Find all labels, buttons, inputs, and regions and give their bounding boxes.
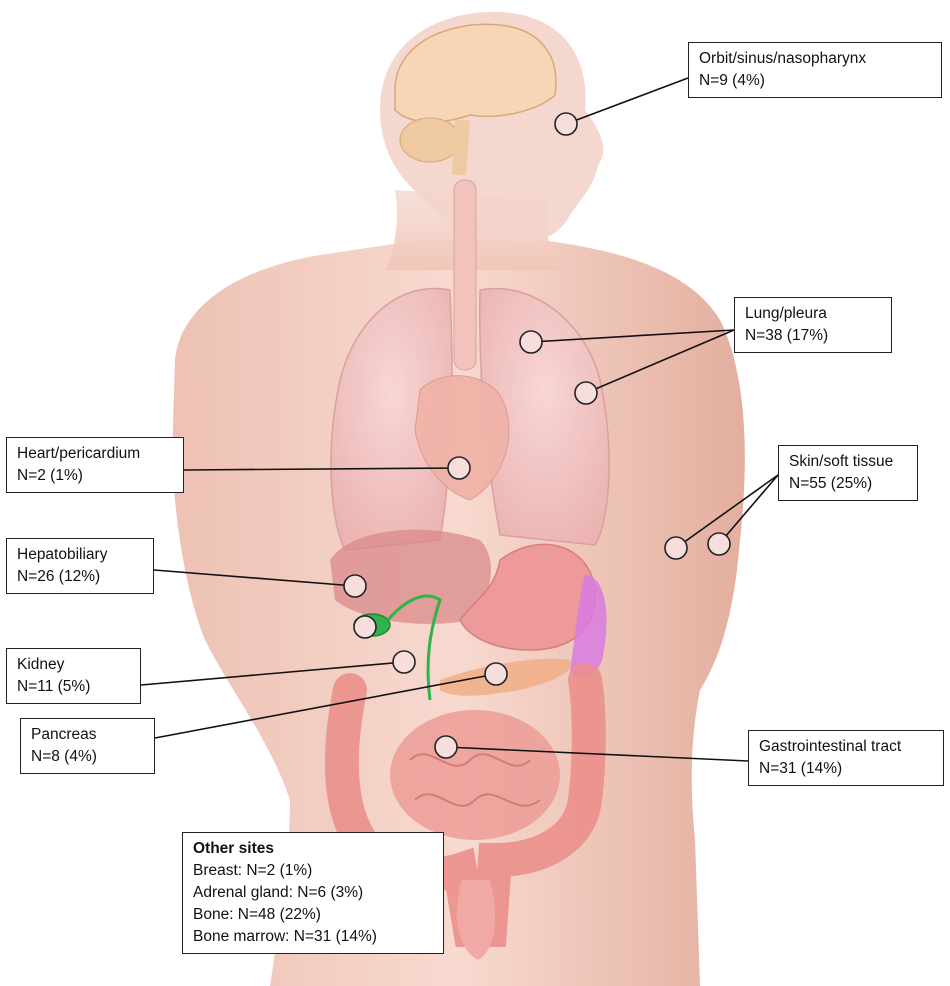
marker-pancreas (484, 662, 508, 686)
label-lung-name: Lung/pleura (745, 305, 827, 322)
label-lung: Lung/pleura N=38 (17%) (734, 297, 892, 353)
label-other-sites: Other sites Breast: N=2 (1%) Adrenal gla… (182, 832, 444, 954)
connector-lines (140, 77, 779, 762)
marker-orbit (554, 112, 578, 136)
label-orbit-count: N=9 (4%) (699, 72, 765, 89)
label-heart-count: N=2 (1%) (17, 467, 83, 484)
label-pancreas: Pancreas N=8 (4%) (20, 718, 155, 774)
marker-gi (434, 735, 458, 759)
marker-skin-2 (707, 532, 731, 556)
label-gi: Gastrointestinal tract N=31 (14%) (748, 730, 944, 786)
brain-stem (452, 120, 470, 175)
label-skin-name: Skin/soft tissue (789, 453, 894, 470)
marker-kidney (392, 650, 416, 674)
other-sites-item: Adrenal gland: N=6 (3%) (193, 884, 364, 901)
other-sites-title: Other sites (193, 840, 274, 857)
cerebellum (399, 117, 461, 163)
spleen (570, 575, 607, 679)
marker-hepatobiliary-2 (353, 615, 377, 639)
label-orbit-name: Orbit/sinus/nasopharynx (699, 50, 867, 67)
marker-skin-1 (664, 536, 688, 560)
rectum (456, 880, 496, 960)
label-lung-count: N=38 (17%) (745, 327, 829, 344)
label-gi-count: N=31 (14%) (759, 760, 843, 777)
label-hepatobiliary-name: Hepatobiliary (17, 546, 108, 563)
label-hepatobiliary: Hepatobiliary N=26 (12%) (6, 538, 154, 594)
marker-lung-1 (519, 330, 543, 354)
label-skin: Skin/soft tissue N=55 (25%) (778, 445, 918, 501)
stomach (459, 543, 596, 651)
small-intestine-folds (409, 753, 541, 807)
site-markers (343, 112, 731, 759)
trachea (453, 179, 477, 371)
small-intestine (390, 710, 560, 840)
other-sites-item: Bone marrow: N=31 (14%) (193, 928, 377, 945)
marker-heart (447, 456, 471, 480)
label-kidney-count: N=11 (5%) (17, 678, 91, 695)
label-hepatobiliary-count: N=26 (12%) (17, 568, 101, 585)
label-gi-name: Gastrointestinal tract (759, 738, 902, 755)
label-pancreas-name: Pancreas (31, 726, 97, 743)
label-orbit: Orbit/sinus/nasopharynx N=9 (4%) (688, 42, 942, 98)
label-skin-count: N=55 (25%) (789, 475, 873, 492)
liver (330, 529, 491, 624)
other-sites-item: Bone: N=48 (22%) (193, 906, 321, 923)
label-kidney: Kidney N=11 (5%) (6, 648, 141, 704)
label-heart: Heart/pericardium N=2 (1%) (6, 437, 184, 493)
label-kidney-name: Kidney (17, 656, 65, 673)
bile-duct (386, 594, 442, 701)
marker-lung-2 (574, 381, 598, 405)
label-heart-name: Heart/pericardium (17, 445, 141, 462)
other-sites-item: Breast: N=2 (1%) (193, 862, 313, 879)
label-pancreas-count: N=8 (4%) (31, 748, 97, 765)
marker-hepatobiliary-1 (343, 574, 367, 598)
